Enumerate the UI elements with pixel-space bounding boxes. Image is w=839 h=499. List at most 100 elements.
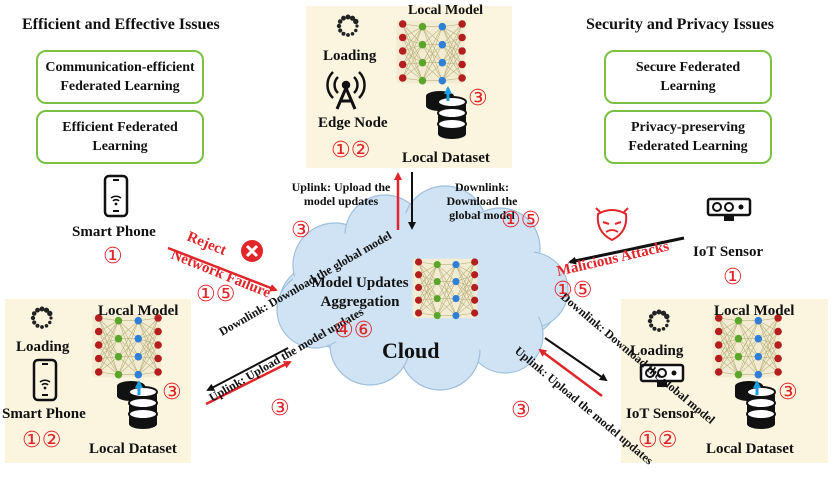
right-local-model-label: Local Model [714,303,795,319]
right-dataset-step: ③ [778,380,798,405]
left-downlink-step: ①⑤ [196,282,236,307]
neural-net-node [438,58,447,67]
database-icon [117,381,158,429]
sensor-icon [706,197,752,221]
neural-net-node [94,327,103,336]
neural-net-node [714,368,723,376]
neural-net-node [714,327,723,336]
neural-net-node [114,352,123,361]
neural-net-node [433,311,441,320]
neural-net-node [114,334,123,343]
neural-net-node [471,258,479,266]
neural-net-node [452,294,460,303]
left-loading-label: Loading [16,339,70,355]
neural-net-node [754,316,763,325]
neural-net-node [754,334,763,343]
left-smart-phone-label: Smart Phone [2,406,86,422]
neural-net-node [458,33,466,42]
neural-net-icon [92,314,162,379]
left-node-steps: ①② [22,428,62,453]
neural-net-node [754,352,763,361]
neural-net-node [94,341,103,349]
neural-net-node [452,260,460,269]
neural-net-icon [412,258,479,320]
neural-net-node [774,314,782,322]
smart-phone-step: ① [103,244,123,269]
neural-net-node [418,40,427,49]
neural-net-node [154,314,162,322]
neural-net-icon [712,314,782,379]
top-downlink-label: Downlink: Download the global model [446,180,518,222]
neural-net-node [134,370,143,379]
smartphone-icon [103,174,129,218]
neural-net-node [154,368,162,376]
neural-net-node [438,76,447,85]
neural-net-node [714,354,723,363]
right-loading-label: Loading [630,343,684,359]
neural-net-node [774,327,782,336]
neural-net-node [418,58,427,67]
box-privacy-preserving-fl: Privacy-preserving Federated Learning [604,110,772,164]
loading-icon [30,306,53,329]
top-loading-label: Loading [323,48,377,64]
right-node-steps: ①② [638,428,678,453]
box-secure-fl: Secure Federated Learning [604,50,772,104]
neural-net-node [734,352,743,361]
neural-net-node [452,311,460,320]
box-efficient-fl: Efficient Federated Learning [36,110,204,164]
neural-net-node [438,22,447,31]
right-local-dataset-label: Local Dataset [706,441,794,457]
neural-net-node [414,283,423,292]
neural-net-node [438,40,447,49]
neural-net-node [452,277,460,286]
neural-net-node [458,20,466,28]
neural-net-node [414,258,423,266]
loading-icon [336,14,359,37]
neural-net-node [471,271,479,279]
database-icon [735,381,776,429]
cloud-label: Cloud [382,338,440,363]
edge-node-label: Edge Node [318,115,388,131]
neural-net-node [398,60,407,69]
left-local-dataset-label: Local Dataset [89,441,177,457]
neural-net-node [458,60,466,69]
cloud-steps: ④⑥ [334,318,374,343]
neural-net-node [134,334,143,343]
right-downlink-step: ①⑤ [553,278,593,303]
box-communication-efficient-fl: Communication-efficient Federated Learni… [36,50,204,104]
loading-icon [647,309,670,332]
neural-net-node [414,271,423,279]
neural-net-node [458,74,466,82]
neural-net-node [398,33,407,42]
top-uplink-step: ③ [291,218,311,243]
neural-net-node [94,314,103,322]
right-iot-sensor-label: IoT Sensor [626,406,697,422]
neural-net-node [774,341,782,349]
malicious-attacks-label: Malicious Attacks [555,238,670,279]
iot-sensor-step: ① [723,265,743,290]
neural-net-node [714,341,723,349]
neural-net-node [418,76,427,85]
top-local-dataset-label: Local Dataset [402,150,490,166]
top-local-model-label: Local Model [408,3,484,18]
neural-net-node [114,316,123,325]
neural-net-node [114,370,123,379]
smart-phone-label: Smart Phone [72,224,156,240]
neural-net-node [398,20,407,28]
top-downlink-step: ①⑤ [501,208,541,233]
neural-net-node [433,294,441,303]
neural-net-node [714,314,723,322]
neural-net-node [154,327,162,336]
neural-net-node [398,74,407,82]
neural-net-node [458,47,466,55]
left-local-model-label: Local Model [98,303,179,319]
right-uplink-step: ③ [511,398,531,423]
neural-net-node [471,283,479,292]
neural-net-node [154,341,162,349]
neural-net-node [134,352,143,361]
top-node-steps: ①② [331,138,371,163]
right-header: Security and Privacy Issues [586,16,774,33]
neural-net-node [734,370,743,379]
neural-net-node [433,277,441,286]
